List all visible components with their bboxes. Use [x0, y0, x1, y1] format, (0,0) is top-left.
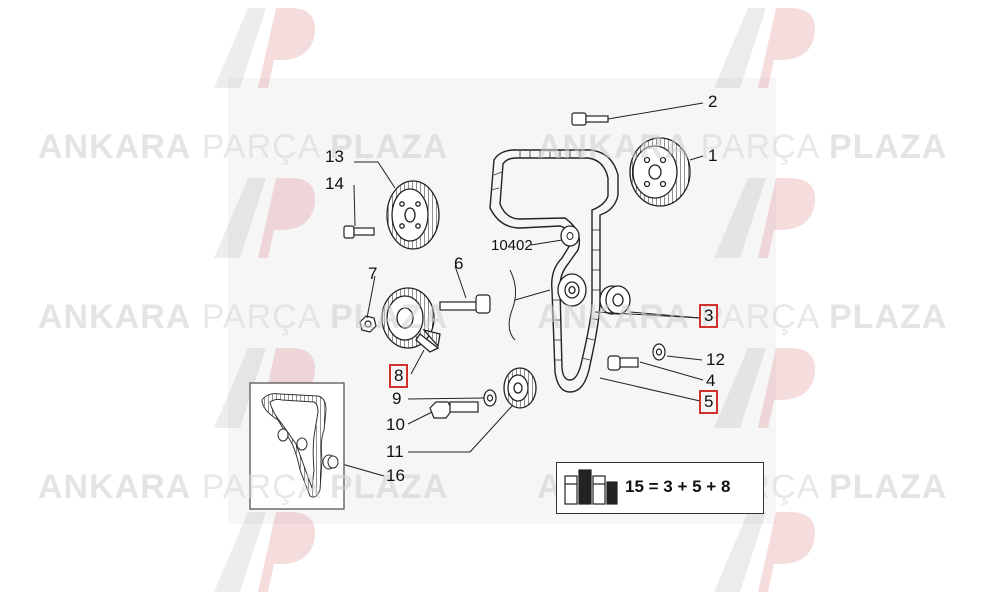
part-label-7: 7 [368, 264, 378, 283]
part-label-5-highlighted[interactable]: 5 [699, 390, 719, 414]
ap-logo-icon [714, 178, 815, 258]
camshaft-pulley-left [386, 180, 440, 250]
watermark-text: ANKARA PARÇA PLAZA [38, 468, 449, 506]
watermark-text: ANKARA PARÇA PLAZA [38, 298, 449, 336]
part-label-13: 13 [325, 147, 344, 166]
idler-3 [599, 285, 631, 315]
ap-logo-icon [714, 8, 815, 88]
ap-logo-icon [214, 8, 315, 88]
belt-tensioner [557, 273, 587, 307]
part-label-2: 2 [708, 92, 718, 111]
part-label-4: 4 [706, 371, 716, 390]
kit-legend: 15 = 3 + 5 + 8 [556, 462, 764, 514]
part-label-10: 10 [386, 415, 405, 434]
part-label-12: 12 [706, 350, 725, 369]
part-label-9: 9 [392, 389, 402, 408]
ap-logo-icon [714, 512, 815, 592]
watermark-text: ANKARA PARÇA PLAZA [537, 128, 948, 166]
washer-12 [652, 343, 666, 361]
camshaft-pulley-right [629, 137, 691, 207]
washer-9 [483, 389, 497, 407]
bolt-4 [607, 355, 639, 371]
kit-box-icon [564, 469, 618, 505]
tensioner-assembly [381, 287, 441, 353]
bolt-2 [571, 112, 609, 126]
nut-7 [359, 315, 377, 333]
bolt-10 [429, 401, 479, 419]
belt-idler [560, 225, 580, 247]
part-label-14: 14 [325, 174, 344, 193]
crankshaft-pulley [503, 367, 537, 409]
belt-code-label: 10402 [491, 237, 533, 254]
kit-legend-text: 15 = 3 + 5 + 8 [625, 477, 731, 496]
ap-logo-icon [214, 178, 315, 258]
timing-belt [489, 149, 619, 393]
inset-drawing [249, 382, 345, 510]
bolt-6 [439, 294, 491, 314]
watermark-text: ANKARA PARÇA PLAZA [38, 128, 449, 166]
ap-logo-icon [714, 348, 815, 428]
part-label-8-highlighted[interactable]: 8 [389, 364, 409, 388]
part-label-1: 1 [708, 146, 718, 165]
part-label-11: 11 [386, 442, 404, 461]
bolt-14 [343, 225, 375, 239]
bracket-lines [508, 269, 551, 341]
ap-logo-icon [214, 512, 315, 592]
part-label-3-highlighted[interactable]: 3 [699, 304, 719, 328]
part-label-16: 16 [386, 466, 405, 485]
part-label-6: 6 [454, 254, 464, 273]
watermark-text: ANKARA PARÇA PLAZA [537, 298, 948, 336]
belt-teeth [490, 151, 600, 361]
